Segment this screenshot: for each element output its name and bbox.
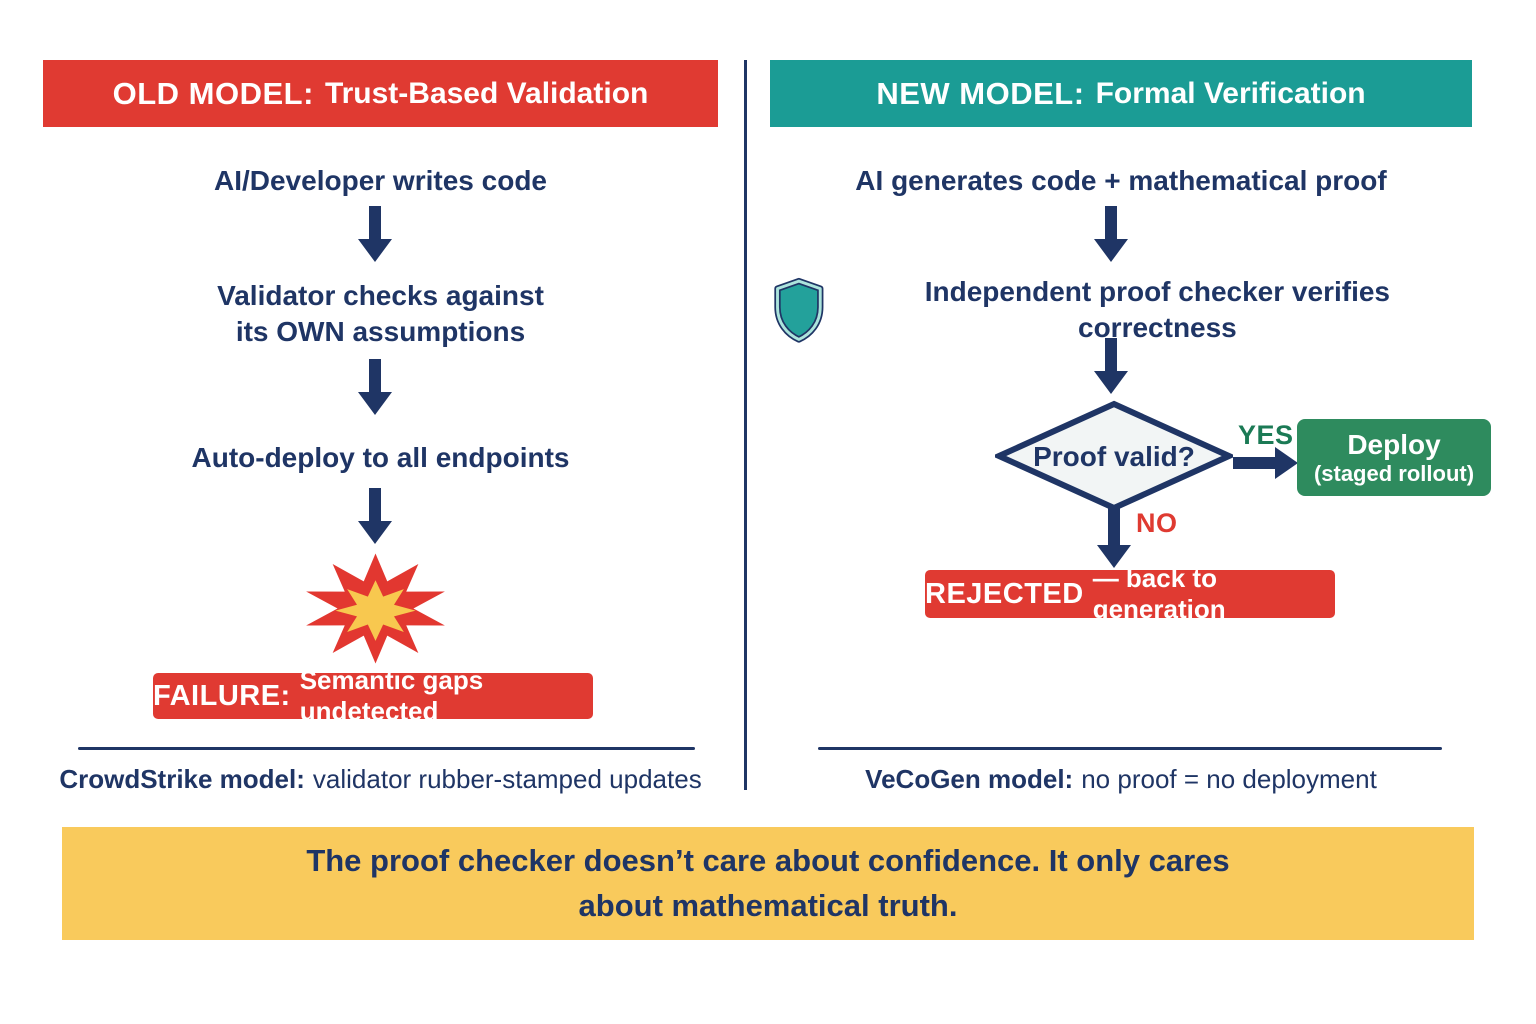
failure-banner-text: Semantic gaps undetected	[299, 665, 484, 726]
old-model-header-banner: OLD MODEL: Trust-Based Validation	[43, 60, 718, 127]
decision-label: Proof valid?	[1033, 441, 1195, 472]
new-model-header-banner: NEW MODEL: Formal Verification	[770, 60, 1472, 127]
flow-step-ai-generates: AI generates code + mathematical proof	[855, 165, 1387, 196]
arrow-right-icon	[1233, 447, 1298, 479]
right-caption-rule	[818, 747, 1442, 750]
panel-divider	[744, 60, 747, 790]
right-caption-text: no proof = no deployment	[1081, 764, 1377, 794]
flow-step-proof-checker: Independent proof checker verifies corre…	[770, 274, 1472, 347]
explosion-icon	[306, 553, 445, 664]
flow-step-proof-checker-label: Independent proof checker verifies corre…	[924, 276, 1390, 344]
deploy-box: Deploy (staged rollout)	[1297, 419, 1491, 496]
left-caption-prefix: CrowdStrike model:	[59, 764, 305, 794]
footer-quote-text: The proof checker doesn’t care about con…	[306, 842, 1230, 923]
new-model-header-title: Formal Verification	[1095, 76, 1366, 110]
rejected-banner-text: — back to generation	[1092, 563, 1226, 624]
flow-step-auto-deploy: Auto-deploy to all endpoints	[191, 442, 570, 473]
no-label: NO	[1136, 508, 1178, 538]
old-model-header-title: Trust-Based Validation	[324, 76, 649, 110]
left-caption: CrowdStrike model:validator rubber-stamp…	[43, 764, 718, 795]
flow-step-writes-code: AI/Developer writes code	[213, 165, 547, 196]
new-model-header-prefix: NEW MODEL:	[876, 75, 1085, 111]
left-caption-rule	[78, 747, 695, 750]
flow-step-validator-checks: Validator checks against its OWN assumpt…	[217, 280, 544, 348]
decision-diamond: Proof valid?	[991, 400, 1237, 512]
rejected-banner-prefix: REJECTED	[925, 577, 1084, 610]
shield-icon	[774, 278, 824, 344]
left-caption-text: validator rubber-stamped updates	[312, 764, 702, 794]
old-model-header-prefix: OLD MODEL:	[112, 75, 314, 111]
arrow-down-icon	[1097, 506, 1131, 568]
right-caption-prefix: VeCoGen model:	[865, 764, 1074, 794]
failure-banner: FAILURE: Semantic gaps undetected	[153, 665, 593, 726]
deploy-subtitle: (staged rollout)	[1313, 460, 1475, 486]
deploy-title: Deploy	[1347, 428, 1441, 460]
footer-quote-banner: The proof checker doesn’t care about con…	[62, 827, 1474, 940]
yes-label: YES	[1238, 420, 1294, 450]
right-caption: VeCoGen model:no proof = no deployment	[770, 764, 1472, 795]
arrow-down-icon	[358, 206, 392, 262]
failure-banner-prefix: FAILURE:	[153, 679, 291, 712]
arrow-down-icon	[358, 359, 392, 415]
rejected-banner: REJECTED — back to generation	[925, 563, 1335, 624]
arrow-down-icon	[1094, 206, 1128, 262]
arrow-down-icon	[1094, 338, 1128, 394]
arrow-down-icon	[358, 488, 392, 544]
